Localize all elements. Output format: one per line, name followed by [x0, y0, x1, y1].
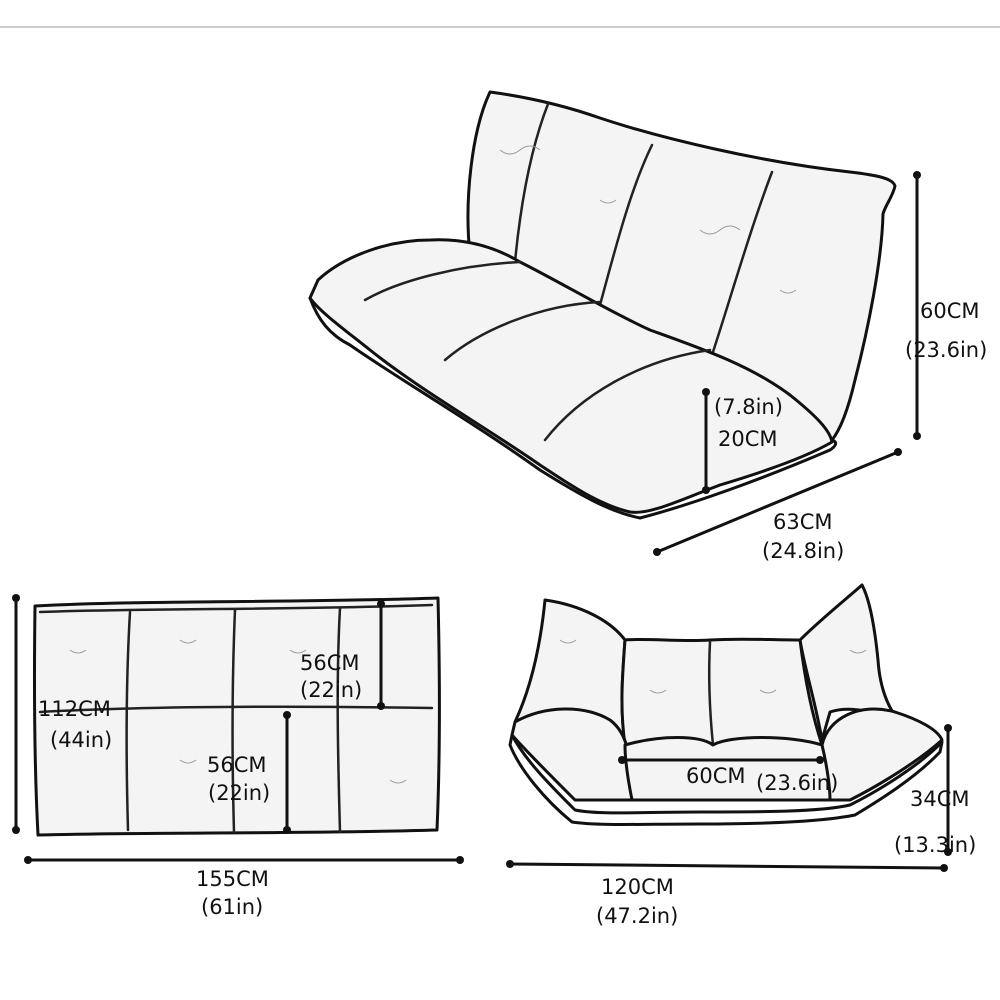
flat-width-dim-end-top	[12, 594, 20, 602]
iso-seat-dim-end-top	[702, 388, 710, 396]
iso-seat-seam-2	[443, 300, 602, 362]
flat-width-dim-end-bottom	[12, 826, 20, 834]
flat-lower-dim-end-top	[283, 711, 291, 719]
front-right-wing	[798, 583, 907, 742]
flat-length-dim-end-right	[456, 856, 464, 864]
front-base	[508, 733, 944, 826]
iso-back-seam-1	[513, 102, 550, 264]
iso-height-in: (23.6in)	[905, 338, 987, 362]
iso-back-seam-2	[598, 143, 654, 307]
iso-depth-dim-end-right	[894, 448, 902, 456]
flat-lower-in: (22in)	[208, 781, 270, 805]
iso-seat-in: (7.8in)	[714, 395, 783, 419]
flat-length-in: (61in)	[201, 895, 263, 919]
front-arm-in: (13.3in)	[894, 833, 976, 857]
isometric-view: 60CM (23.6in) 63CM (24.8in) (7.8in) 20CM	[308, 90, 987, 563]
flat-upper-dim-end-bottom	[377, 702, 385, 710]
iso-height-cm: 60CM	[920, 299, 980, 323]
iso-texture-1	[499, 145, 797, 294]
flat-length-cm: 155CM	[196, 867, 269, 891]
flat-seam-v3	[336, 606, 342, 834]
front-back	[620, 637, 824, 747]
iso-depth-in: (24.8in)	[762, 539, 844, 563]
iso-seat-seam-1	[363, 260, 522, 302]
flat-width-cm: 112CM	[38, 697, 111, 721]
front-view: 60CM (23.6in) 34CM (13.3in) 120CM (47.2i…	[506, 583, 976, 928]
front-left-arm	[510, 707, 634, 802]
front-texture	[559, 639, 867, 694]
front-right-arm	[820, 707, 944, 802]
flat-seam-v1	[125, 610, 132, 832]
front-arm-dim-end-bottom	[944, 848, 952, 856]
flat-upper-dim-end-top	[377, 600, 385, 608]
flat-lower-cm: 56CM	[207, 753, 267, 777]
front-width-dim-end-right	[940, 864, 948, 872]
front-seat	[623, 736, 832, 802]
iso-seat-dim-end-bottom	[702, 486, 710, 494]
flat-upper-in: (22in)	[300, 678, 362, 702]
iso-back-seam-3	[710, 170, 774, 357]
front-seat-cm: 60CM	[686, 764, 746, 788]
iso-depth-cm: 63CM	[773, 510, 833, 534]
flat-length-dim-end-left	[24, 856, 32, 864]
front-seat-dim-end-left	[618, 756, 626, 764]
iso-depth-dim-line	[655, 450, 900, 554]
front-back-seam-1	[707, 640, 715, 747]
front-width-dim-end-left	[506, 860, 514, 868]
front-arm-cm: 34CM	[910, 787, 970, 811]
flat-lower-dim-end-bottom	[283, 826, 291, 834]
iso-depth-dim-end-left	[653, 548, 661, 556]
flat-upper-cm: 56CM	[300, 651, 360, 675]
iso-seat-cm: 20CM	[718, 427, 778, 451]
flat-width-in: (44in)	[50, 728, 112, 752]
front-width-dim-line	[508, 862, 946, 870]
iso-height-dim-end-top	[913, 171, 921, 179]
front-width-in: (47.2in)	[596, 904, 678, 928]
flat-view: 112CM (44in) 56CM (22in) 56CM (22in) 155…	[12, 594, 464, 919]
iso-seat	[308, 238, 834, 514]
front-arm-dim-end-top	[944, 724, 952, 732]
iso-height-dim-end-bottom	[913, 432, 921, 440]
front-seat-in: (23.6in)	[756, 771, 838, 795]
iso-base	[308, 296, 838, 520]
iso-seat-seam-3	[543, 348, 712, 442]
front-width-cm: 120CM	[601, 875, 674, 899]
flat-texture	[69, 639, 407, 784]
flat-seam-v2	[231, 608, 237, 834]
front-seat-dim-end-right	[816, 756, 824, 764]
